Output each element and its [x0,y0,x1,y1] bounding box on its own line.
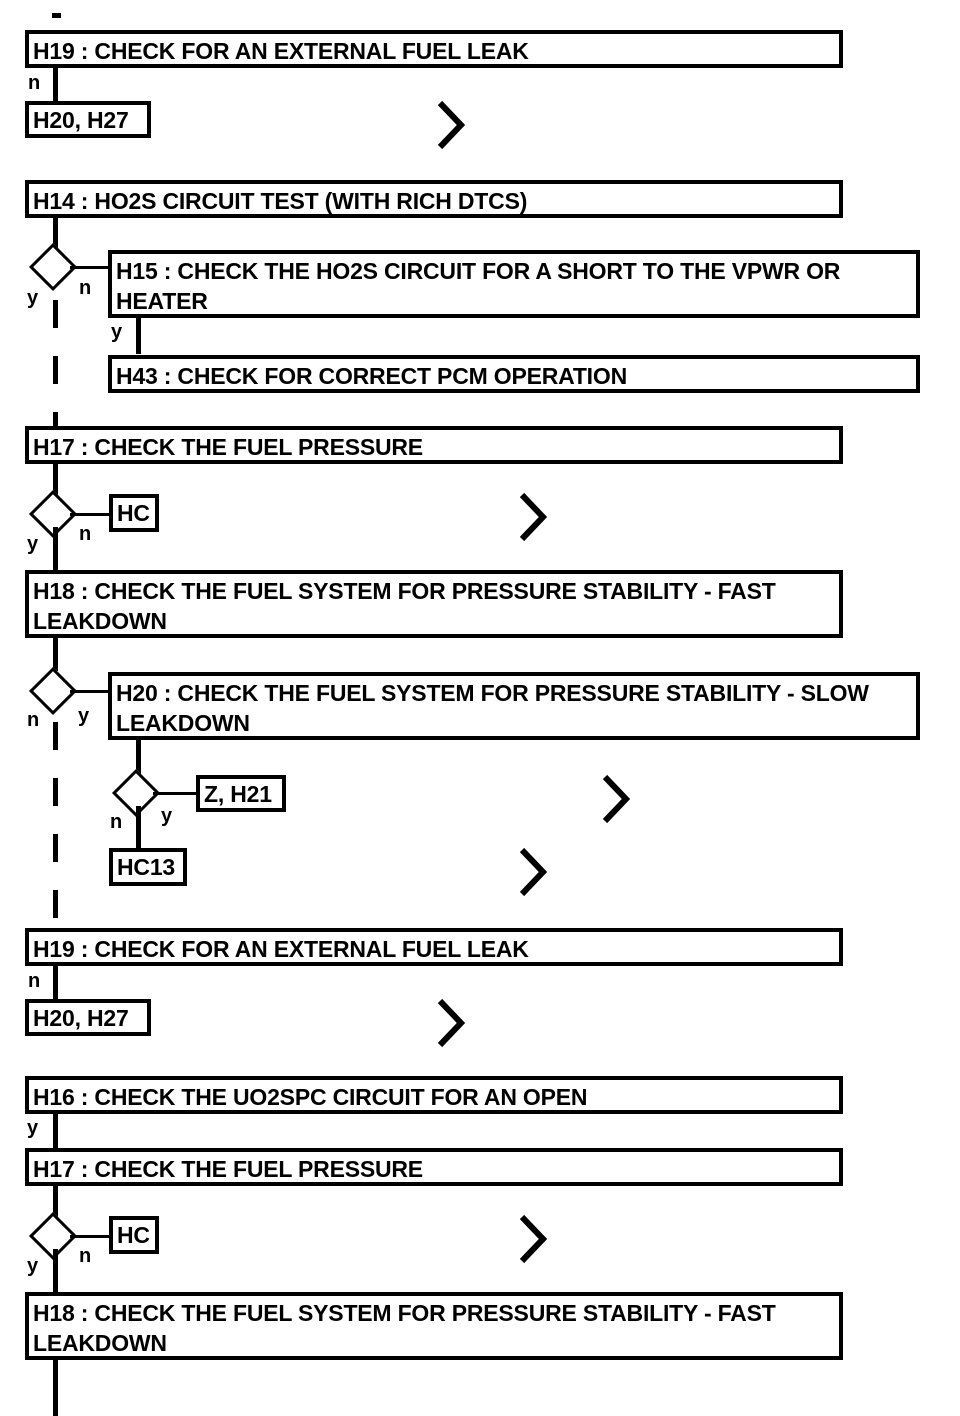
edge-label-y-3: y [27,533,39,555]
edge-label-n-4: n [27,709,40,731]
node-h43-correct-pcm-operation[interactable]: H43 : CHECK FOR CORRECT PCM OPERATION [108,355,920,393]
connector-decision3-to-h20 [70,690,112,693]
node-h20-slow-leakdown[interactable]: H20 : CHECK THE FUEL SYSTEM FOR PRESSURE… [108,672,920,740]
node-h15-ho2s-short-to-vpwr-heater[interactable]: H15 : CHECK THE HO2S CIRCUIT FOR A SHORT… [108,250,920,318]
node-hc-1[interactable]: HC [109,494,159,532]
connector-h14-to-decision-1 [53,218,58,251]
connector-decision5-to-hc [70,1235,112,1238]
edge-label-n-2: n [79,277,92,299]
connector-h17-to-decision-2 [53,464,58,497]
edge-label-n-3: n [79,523,92,545]
node-h18-fast-leakdown-2[interactable]: H18 : CHECK THE FUEL SYSTEM FOR PRESSURE… [25,1292,843,1360]
node-hc-2[interactable]: HC [109,1216,159,1254]
node-h16-uo2spc-circuit-open[interactable]: H16 : CHECK THE UO2SPC CIRCUIT FOR AN OP… [25,1076,843,1114]
chevron-right-icon-5 [436,996,466,1050]
edge-label-y-2: y [111,321,123,343]
connector-decision5-yes-to-h18 [53,1249,58,1294]
node-h14-ho2s-circuit-test[interactable]: H14 : HO2S CIRCUIT TEST (WITH RICH DTCS) [25,180,843,218]
node-hc13[interactable]: HC13 [109,848,187,886]
node-h20-h27-top[interactable]: H20, H27 [25,101,151,138]
connector-decision2-to-hc [70,513,112,516]
chevron-right-icon-2 [518,490,548,544]
chevron-right-icon-1 [436,98,466,152]
edge-label-n-7: n [79,1245,92,1267]
connector-decision2-yes-to-h18 [53,527,58,572]
chevron-right-icon-4 [518,845,548,899]
node-h17-check-fuel-pressure-2[interactable]: H17 : CHECK THE FUEL PRESSURE [25,1148,843,1186]
top-tick-mark [52,13,61,18]
connector-decision4-no-to-hc13 [136,806,141,850]
chevron-right-icon-3 [601,772,631,826]
edge-label-y-5: y [161,805,173,827]
connector-h19b-to-h20h27 [53,966,58,1000]
connector-decision4-to-z-h21 [153,792,197,795]
connector-h16-to-h17 [53,1114,58,1149]
edge-label-n-1: n [28,72,41,94]
edge-label-y-4: y [78,705,90,727]
connector-h15-to-h43 [136,318,141,354]
node-h17-check-fuel-pressure-1[interactable]: H17 : CHECK THE FUEL PRESSURE [25,426,843,464]
connector-h18-to-decision-3 [53,638,58,671]
node-z-h21[interactable]: Z, H21 [196,775,286,812]
connector-h17b-to-decision-5 [53,1186,58,1219]
edge-label-n-6: n [28,970,41,992]
edge-label-y-6: y [27,1117,39,1139]
node-h18-fast-leakdown-1[interactable]: H18 : CHECK THE FUEL SYSTEM FOR PRESSURE… [25,570,843,638]
connector-decision1-to-h15 [70,266,112,269]
connector-decision1-yes-dashed [53,300,58,426]
node-h20-h27-bottom[interactable]: H20, H27 [25,999,151,1036]
node-h19-external-fuel-leak-top[interactable]: H19 : CHECK FOR AN EXTERNAL FUEL LEAK [25,30,843,68]
edge-label-n-5: n [110,811,123,833]
connector-decision3-no-dashed [53,722,58,930]
edge-label-y-1: y [27,287,39,309]
chevron-right-icon-6 [518,1212,548,1266]
connector-h19-to-h20h27-top [53,68,58,102]
node-h19-external-fuel-leak-bottom[interactable]: H19 : CHECK FOR AN EXTERNAL FUEL LEAK [25,928,843,966]
connector-h20-to-decision-4 [136,740,141,775]
connector-h18b-outgoing [53,1360,58,1416]
edge-label-y-7: y [27,1255,39,1277]
